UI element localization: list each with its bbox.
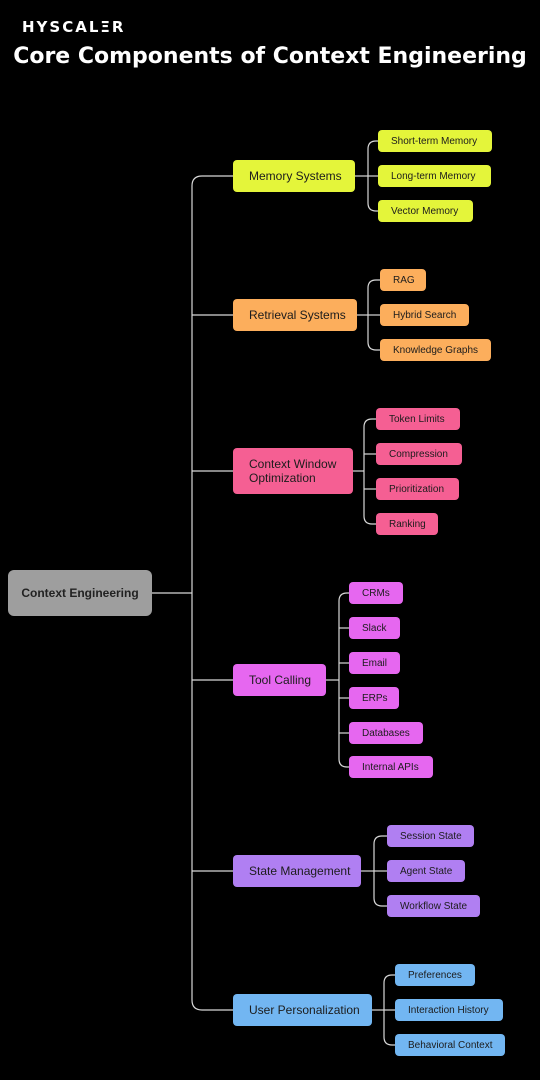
leaf-node: Slack — [349, 617, 400, 639]
leaf-node: Token Limits — [376, 408, 460, 430]
leaf-node: Workflow State — [387, 895, 480, 917]
leaf-node: Internal APIs — [349, 756, 433, 778]
leaf-node: Vector Memory — [378, 200, 473, 222]
root-node: Context Engineering — [8, 570, 152, 616]
category-node: State Management — [233, 855, 361, 887]
category-node: User Personalization — [233, 994, 372, 1026]
leaf-node: Short-term Memory — [378, 130, 492, 152]
leaf-node: Prioritization — [376, 478, 459, 500]
leaf-node: Email — [349, 652, 400, 674]
category-node: Retrieval Systems — [233, 299, 357, 331]
leaf-node: Preferences — [395, 964, 475, 986]
brand-logo: HYSCALΞR — [22, 18, 126, 36]
category-node: Memory Systems — [233, 160, 355, 192]
leaf-node: Ranking — [376, 513, 438, 535]
leaf-node: RAG — [380, 269, 426, 291]
leaf-node: Knowledge Graphs — [380, 339, 491, 361]
leaf-node: Behavioral Context — [395, 1034, 505, 1056]
leaf-node: CRMs — [349, 582, 403, 604]
leaf-node: Hybrid Search — [380, 304, 469, 326]
category-node: Tool Calling — [233, 664, 326, 696]
leaf-node: Session State — [387, 825, 474, 847]
leaf-node: Long-term Memory — [378, 165, 491, 187]
leaf-node: Databases — [349, 722, 423, 744]
leaf-node: ERPs — [349, 687, 399, 709]
leaf-node: Agent State — [387, 860, 465, 882]
leaf-node: Compression — [376, 443, 462, 465]
leaf-node: Interaction History — [395, 999, 503, 1021]
page-title: Core Components of Context Engineering — [13, 44, 527, 69]
category-node: Context Window Optimization — [233, 448, 353, 494]
